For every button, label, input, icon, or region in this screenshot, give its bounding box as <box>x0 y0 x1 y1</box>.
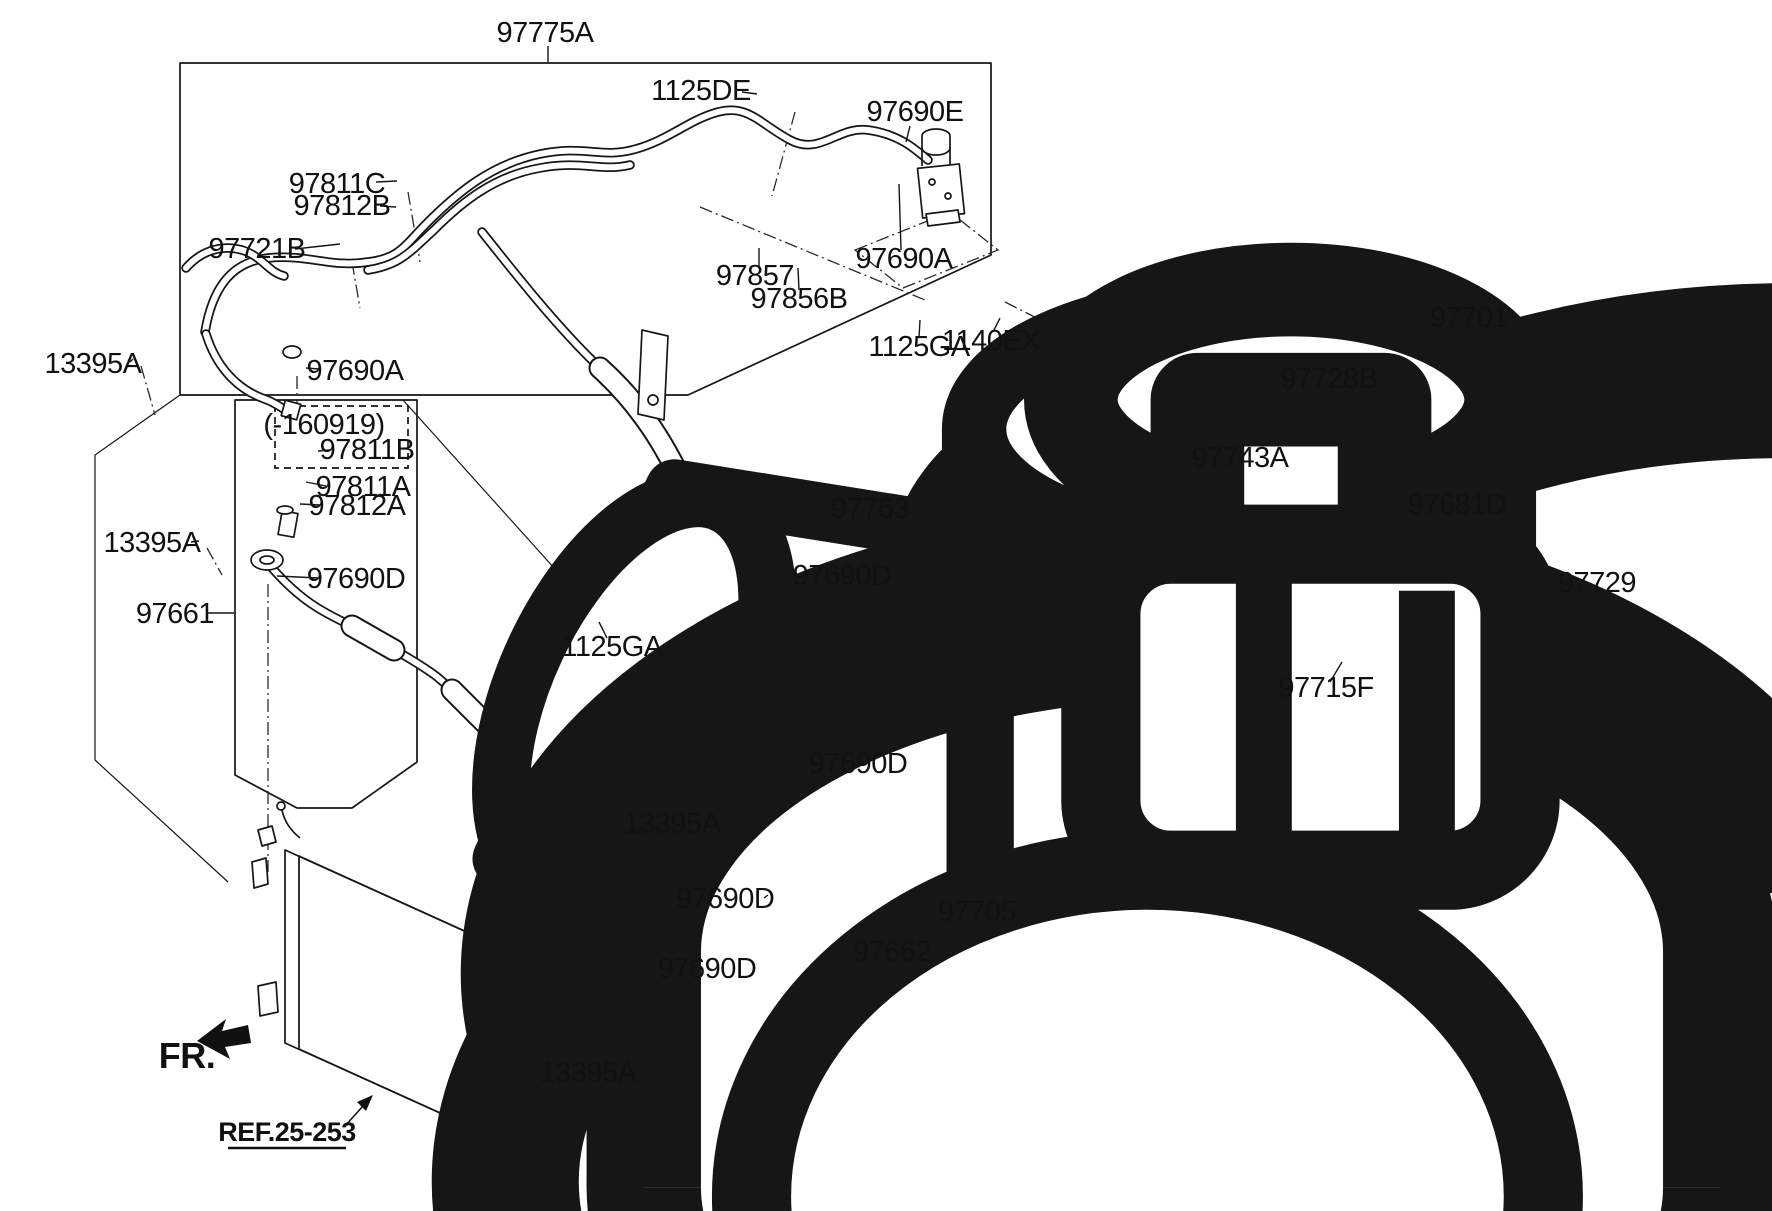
part-label-fr: FR. <box>159 1035 216 1076</box>
part-label-97811C: 97811C <box>289 168 385 200</box>
part-label-range-160919: (-160919) <box>263 409 384 441</box>
part-label-13395A-1: 13395A <box>45 348 143 380</box>
condenser-brackets <box>251 801 301 1017</box>
part-label-97857: 97857 <box>716 260 794 292</box>
part-label-97681D: 97681D <box>1408 489 1507 521</box>
part-label-97705: 97705 <box>938 896 1016 928</box>
part-label-97701: 97701 <box>1430 302 1508 334</box>
part-label-97690D-662b: 97690D <box>658 953 757 985</box>
part-label-1125GA-mid: 1125GA <box>561 631 663 663</box>
part-label-97690D-763b: 97690D <box>809 748 908 780</box>
box-160919 <box>274 405 409 469</box>
part-label-97690D-661: 97690D <box>307 563 406 595</box>
part-label-1140EX: 1140EX <box>942 325 1040 357</box>
box-97661 <box>234 399 418 809</box>
ref-arrow <box>228 1095 373 1150</box>
part-label-97811A: 97811A <box>316 471 412 503</box>
part-label-97715F: 97715F <box>1278 672 1373 704</box>
part-label-1125DE: 1125DE <box>651 75 751 107</box>
pipe-end-fitting <box>280 345 302 421</box>
part-label-97662: 97662 <box>853 936 931 968</box>
expansion-valve <box>916 128 966 227</box>
part-label-ref: REF.25-253 <box>218 1117 356 1147</box>
part-label-97690A-right: 97690A <box>856 243 954 275</box>
part-label-13395A-3: 13395A <box>624 808 722 840</box>
part-label-13395A-4: 13395A <box>540 1057 638 1089</box>
part-label-97743A: 97743A <box>1192 442 1290 474</box>
part-label-97728B: 97728B <box>1281 363 1378 395</box>
part-label-97690A-left: 97690A <box>307 355 405 387</box>
part-label-97775A: 97775A <box>497 17 595 49</box>
part-label-97721B: 97721B <box>209 233 306 265</box>
construction-funnel <box>94 394 229 883</box>
part-label-97763: 97763 <box>831 493 909 525</box>
part-label-97729: 97729 <box>1558 567 1636 599</box>
part-label-97812A: 97812A <box>309 490 407 522</box>
part-label-97690D-763a: 97690D <box>793 560 892 592</box>
part-label-13395A-2: 13395A <box>104 527 202 559</box>
box-97775A <box>179 62 992 396</box>
phantom-valve-mount <box>853 211 1000 289</box>
part-label-97811B: 97811B <box>320 434 415 466</box>
fr-direction-arrow <box>197 1019 251 1059</box>
part-label-1125GA-top: 1125GA <box>868 331 970 363</box>
part-label-97812B: 97812B <box>294 190 391 222</box>
label-leaders <box>129 46 1591 1075</box>
part-label-97856B: 97856B <box>751 283 848 315</box>
part-label-97661: 97661 <box>136 598 214 630</box>
part-label-97690D-662a: 97690D <box>676 883 775 915</box>
pipe-bracket-mid <box>637 329 669 421</box>
part-label-97690E: 97690E <box>867 96 964 128</box>
